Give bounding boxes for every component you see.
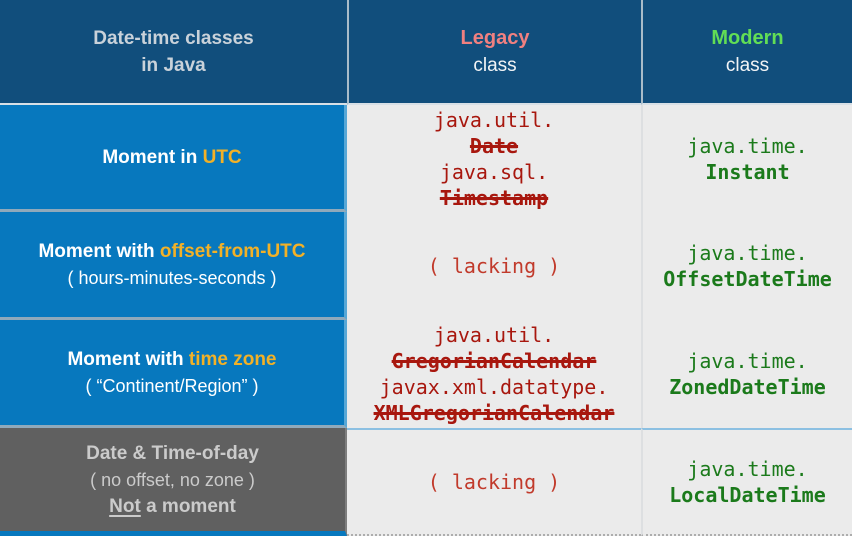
row-label: Moment with offset-from-UTC: [38, 238, 305, 265]
row-sublabel: ( hours-minutes-seconds ): [67, 268, 277, 288]
legacy-lacking-note: ( lacking ): [427, 470, 561, 494]
row-label-not-a-moment: Not a moment: [109, 493, 236, 520]
modern-class: Instant: [705, 159, 790, 184]
row-label-highlight: offset-from-UTC: [159, 241, 306, 262]
modern-package: java.time.: [687, 349, 808, 373]
legacy-package: java.util.: [433, 323, 555, 347]
row-label: Moment with time zone: [67, 346, 276, 373]
row-label-text: Moment with: [67, 349, 189, 370]
legacy-column-label: Legacy: [460, 26, 530, 49]
legacy-column-sublabel: class: [473, 54, 517, 76]
table-title-line1: Date-time classes: [93, 27, 254, 49]
row-label-text: Moment in: [102, 146, 203, 168]
row-moment-utc-modern: java.time. Instant: [641, 105, 852, 212]
row-timezone-modern: java.time. ZonedDateTime: [641, 320, 852, 428]
row-offset-label: Moment with offset-from-UTC ( hours-minu…: [0, 212, 347, 320]
row-label-highlight: UTC: [202, 146, 242, 168]
row-moment-utc-label: Moment in UTC: [0, 105, 347, 212]
modern-class: ZonedDateTime: [669, 375, 826, 399]
legacy-package: java.util.: [433, 107, 555, 132]
modern-column-sublabel: class: [725, 54, 770, 76]
row-sublabel: ( “Continent/Region” ): [85, 376, 259, 396]
row-local-modern: java.time. LocalDateTime: [641, 428, 852, 536]
not-underlined: Not: [109, 495, 141, 517]
legacy-package: javax.xml.datatype.: [379, 375, 609, 399]
legacy-class-deprecated: GregorianCalendar: [391, 349, 597, 373]
modern-package: java.time.: [687, 133, 808, 158]
row-label-highlight: time zone: [188, 349, 277, 370]
legacy-class-deprecated: Date: [469, 133, 519, 158]
row-label: Date & Time-of-day: [86, 442, 259, 464]
table-title-line2: in Java: [141, 54, 206, 76]
row-offset-modern: java.time. OffsetDateTime: [641, 212, 852, 320]
modern-class: LocalDateTime: [669, 483, 826, 507]
row-timezone-legacy: java.util. GregorianCalendar javax.xml.d…: [347, 320, 641, 428]
header-cell-modern: Modern class: [641, 0, 852, 105]
modern-package: java.time.: [687, 457, 808, 481]
row-sublabel: ( no offset, no zone ): [90, 469, 255, 490]
row-timezone-label: Moment with time zone ( “Continent/Regio…: [0, 320, 347, 428]
row-local-legacy: ( lacking ): [347, 428, 641, 536]
row-label-text: Moment with: [38, 241, 160, 262]
row-label-text: a moment: [140, 495, 236, 517]
row-label: Moment in UTC: [102, 144, 241, 171]
legacy-class-deprecated: XMLGregorianCalendar: [373, 401, 615, 425]
header-cell-datetime-classes: Date-time classes in Java: [0, 0, 347, 105]
legacy-class-deprecated: Timestamp: [439, 185, 549, 210]
row-offset-legacy: ( lacking ): [347, 212, 641, 320]
legacy-lacking-note: ( lacking ): [427, 254, 561, 278]
row-local-label: Date & Time-of-day ( no offset, no zone …: [0, 428, 347, 536]
modern-class: OffsetDateTime: [663, 267, 832, 291]
modern-package: java.time.: [687, 241, 808, 265]
modern-column-label: Modern: [711, 26, 784, 49]
header-cell-legacy: Legacy class: [347, 0, 641, 105]
legacy-package: java.sql.: [439, 159, 549, 184]
row-moment-utc-legacy: java.util. Date java.sql. Timestamp: [347, 105, 641, 212]
